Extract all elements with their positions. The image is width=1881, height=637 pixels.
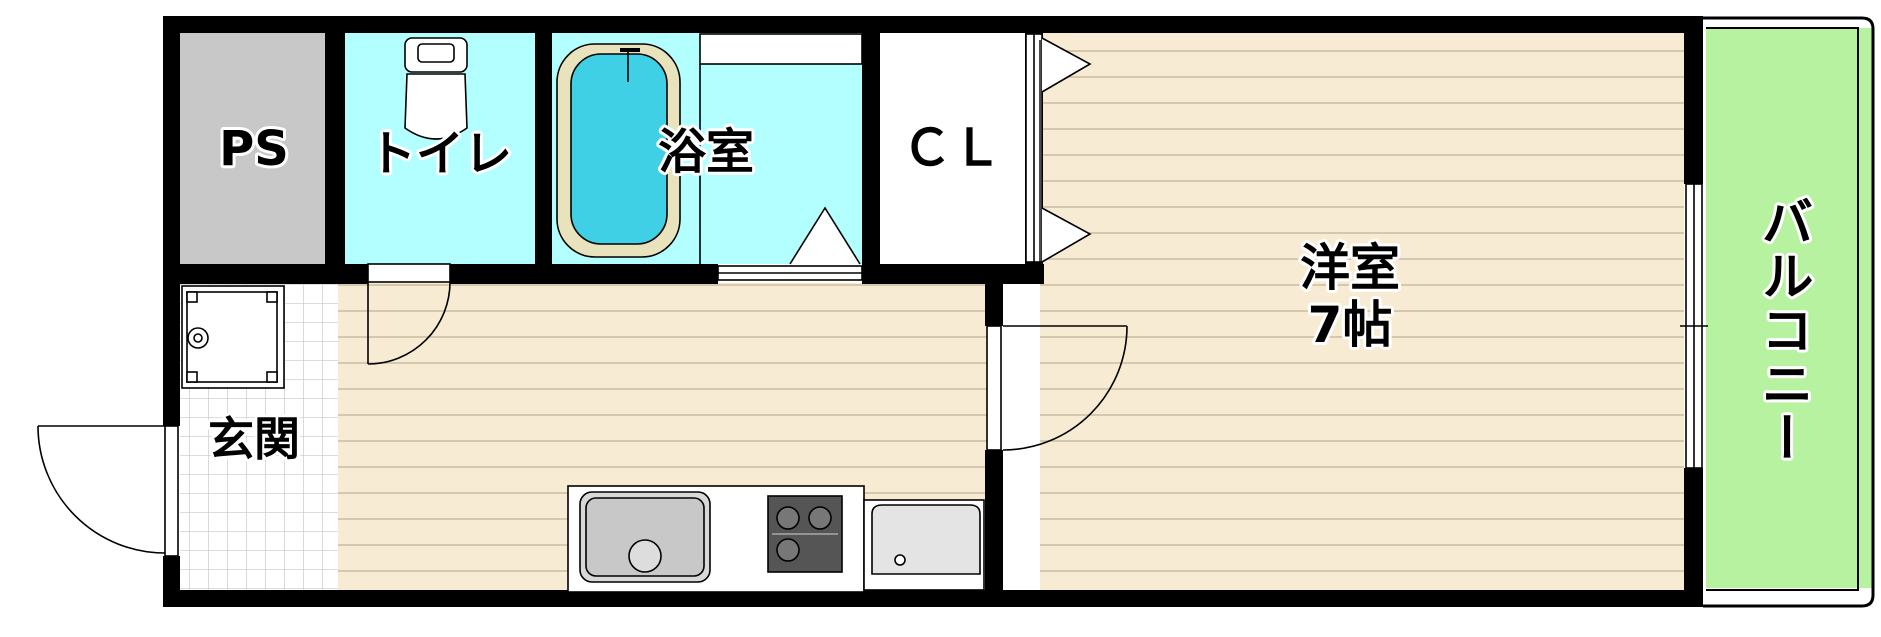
balcony-label: バルコニー bbox=[1752, 195, 1812, 465]
closet-label: ＣＬ bbox=[902, 119, 1002, 177]
toilet-door bbox=[367, 263, 451, 365]
stove-icon bbox=[767, 495, 843, 573]
balcony-rail bbox=[1703, 16, 1875, 608]
ps-mark bbox=[181, 285, 285, 389]
balcony-area bbox=[1706, 28, 1873, 588]
western-room-size-label: 7帖 bbox=[1308, 296, 1393, 354]
walls bbox=[163, 16, 1703, 607]
ps-label: PS bbox=[219, 121, 289, 177]
western-room-floor bbox=[1040, 32, 1684, 592]
kitchen-counter bbox=[567, 485, 865, 593]
washbasin-icon bbox=[863, 499, 985, 591]
closet-doors bbox=[1025, 33, 1092, 263]
bathroom-partition bbox=[699, 33, 863, 265]
bathtub-icon bbox=[556, 43, 681, 258]
entrance-door bbox=[37, 425, 179, 557]
balcony-window bbox=[1680, 183, 1708, 469]
room-door bbox=[986, 325, 1128, 451]
entrance-label: 玄関 bbox=[208, 412, 300, 466]
toilet-label: トイレ bbox=[368, 126, 512, 182]
closet-area bbox=[880, 32, 1025, 264]
ps-area bbox=[180, 32, 328, 264]
toilet-icon bbox=[404, 37, 468, 140]
bathroom-label: 浴室 bbox=[658, 124, 754, 180]
bathroom-door bbox=[717, 265, 863, 281]
western-room-label: 洋室 bbox=[1300, 239, 1400, 297]
